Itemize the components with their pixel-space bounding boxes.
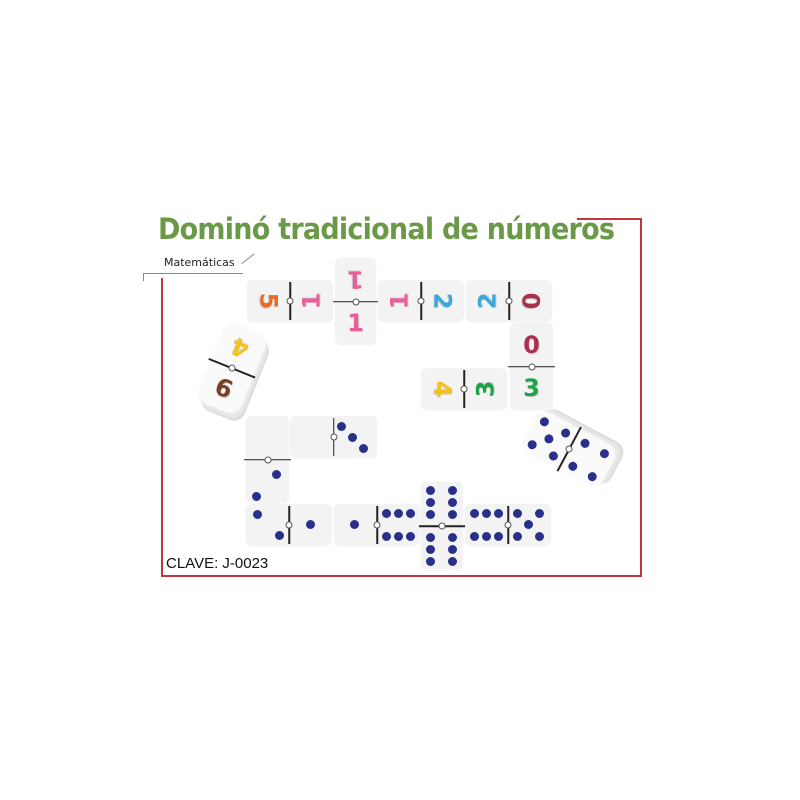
pip [382, 509, 391, 518]
domino-number: 2 [428, 292, 457, 310]
domino-pin-icon [286, 297, 294, 305]
pip [406, 509, 415, 518]
domino-1-1: 1 1 [333, 258, 378, 345]
subject-underline [143, 273, 243, 274]
domino-pin-icon [264, 456, 271, 463]
pip [394, 509, 403, 518]
domino-number: 5 [254, 292, 283, 310]
pip [470, 532, 479, 541]
domino-dots-1-6 [334, 504, 420, 546]
pip [275, 531, 284, 540]
subject-underline-slant [241, 253, 255, 264]
pip [382, 532, 391, 541]
domino-number: 1 [297, 292, 326, 310]
domino-number: 1 [347, 265, 364, 294]
domino-number: 0 [516, 292, 545, 310]
domino-pin-icon [438, 522, 446, 530]
domino-number: 1 [347, 309, 364, 338]
pip [513, 509, 522, 518]
domino-stack-5-4 [518, 407, 620, 491]
domino-2-0: 2 0 [466, 280, 552, 322]
domino-pin-icon [528, 363, 535, 370]
product-code: CLAVE: J-0023 [166, 555, 269, 572]
domino-pin-icon [505, 297, 513, 305]
pip [426, 557, 435, 566]
pip [448, 545, 457, 554]
pip [272, 470, 281, 479]
pip [566, 460, 579, 473]
pip [559, 426, 572, 440]
pip [482, 509, 491, 518]
pip [538, 415, 551, 428]
domino-dots-6-6 [419, 482, 465, 570]
domino-4-3: 4 3 [421, 368, 507, 410]
domino-pin-icon [330, 433, 337, 441]
pip [448, 510, 457, 519]
pip [252, 492, 261, 501]
frame-border-left [161, 278, 163, 577]
pip [598, 447, 611, 460]
pip [494, 509, 503, 518]
domino-pin-icon [460, 385, 468, 393]
pip [526, 438, 539, 451]
pip [470, 509, 479, 518]
pip [426, 545, 435, 554]
pip [394, 532, 403, 541]
pip [306, 520, 315, 529]
pip [337, 422, 346, 431]
pip [542, 432, 555, 445]
page-title: Dominó tradicional de números [158, 212, 615, 246]
pip [426, 510, 435, 519]
pip [494, 532, 503, 541]
pip [482, 532, 491, 541]
subject-underline-tick [143, 273, 144, 281]
subject-label: Matemáticas [164, 256, 235, 269]
domino-number: 2 [473, 292, 502, 310]
pip [547, 449, 560, 463]
domino-pin-icon [373, 521, 381, 529]
domino-1-2: 1 2 [378, 280, 464, 322]
domino-number: 3 [471, 380, 500, 398]
pip [348, 433, 357, 442]
pip [513, 532, 522, 541]
pip [406, 532, 415, 541]
pip [448, 533, 457, 542]
domino-pin-icon [352, 298, 359, 305]
domino-dots-0-3 [290, 416, 377, 458]
domino-dots-2-1 [246, 504, 332, 546]
domino-dots-0-2 [244, 416, 291, 503]
pip [426, 533, 435, 542]
pip [359, 444, 368, 453]
pip [350, 520, 359, 529]
domino-stack-4-6: 4 6 [194, 319, 270, 417]
domino-pin-icon [417, 297, 425, 305]
pip [524, 520, 533, 529]
pip [586, 470, 599, 483]
domino-number: 4 [428, 380, 457, 398]
frame-border-bottom [162, 575, 642, 577]
pip [535, 532, 544, 541]
domino-number: 0 [523, 330, 540, 359]
frame-border-top [577, 218, 642, 220]
pip [448, 486, 457, 495]
domino-0-3: 0 3 [508, 323, 555, 410]
domino-pin-icon [285, 521, 293, 529]
pip [426, 486, 435, 495]
pip [253, 510, 262, 519]
domino-5-1: 5 1 [247, 280, 333, 322]
domino-dots-6-5 [465, 504, 551, 546]
frame-border-right [640, 218, 642, 577]
pip [578, 437, 592, 450]
domino-pin-icon [504, 521, 512, 529]
domino-number: 3 [523, 374, 540, 403]
pip [448, 498, 457, 507]
pip [426, 498, 435, 507]
domino-number: 1 [385, 292, 414, 310]
pip [535, 509, 544, 518]
pip [448, 557, 457, 566]
